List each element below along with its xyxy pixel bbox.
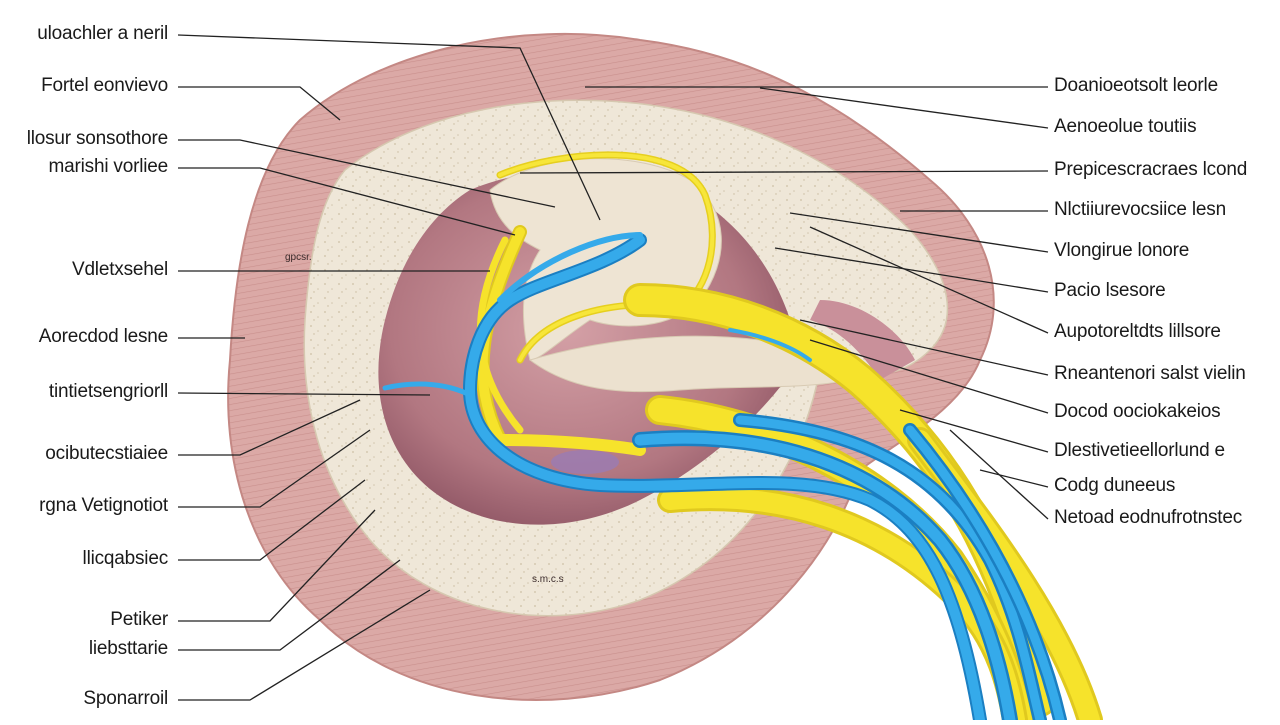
label-left-13: Sponarroil	[83, 688, 168, 709]
label-left-2: Fortel eonvievo	[41, 75, 168, 96]
leader-lines	[177, 34, 1049, 701]
label-right-9: Docod oociokakeios	[1054, 401, 1221, 422]
blue-nerve-bundle	[382, 232, 1067, 725]
tiny-label-1: gpcsr.	[285, 252, 312, 263]
label-right-10: Dlestivetieellorlund e	[1054, 440, 1225, 461]
label-right-11: Codg duneeus	[1054, 475, 1176, 496]
label-right-1: Doanioeotsolt leorle	[1054, 75, 1218, 96]
label-left-8: ocibutecstiaiee	[45, 443, 168, 464]
label-left-1: uloachler a neril	[37, 23, 168, 44]
tiny-label-2: s.m.c.s	[532, 574, 564, 585]
label-left-7: tintietsengriorll	[48, 381, 168, 402]
label-right-8: Rneantenori salst vielin	[1054, 363, 1246, 384]
label-right-2: Aenoeolue toutiis	[1054, 116, 1197, 137]
label-left-5: Vdletxsehel	[71, 259, 168, 280]
label-left-9: rgna Vetignotiot	[39, 495, 168, 516]
label-right-4: Nlctiiurevocsiice lesn	[1054, 199, 1226, 220]
label-left-11: Petiker	[110, 609, 168, 630]
label-right-6: Pacio lsesore	[1054, 280, 1166, 301]
label-left-3: llosur sonsothore	[26, 128, 168, 149]
label-right-3: Prepicescracraes lcond	[1054, 159, 1248, 180]
label-left-4: marishi vorliee	[48, 156, 169, 177]
label-right-7: Aupotoreltdts lillsore	[1054, 321, 1221, 342]
label-right-5: Vlongirue lonore	[1054, 240, 1190, 261]
label-left-6: Aorecdod lesne	[38, 326, 168, 347]
label-right-12: Netoad eodnufrotnstec	[1054, 507, 1243, 528]
purple-chamber	[551, 450, 619, 474]
label-left-12: liebsttarie	[88, 638, 168, 659]
label-left-10: llicqabsiec	[82, 548, 169, 569]
